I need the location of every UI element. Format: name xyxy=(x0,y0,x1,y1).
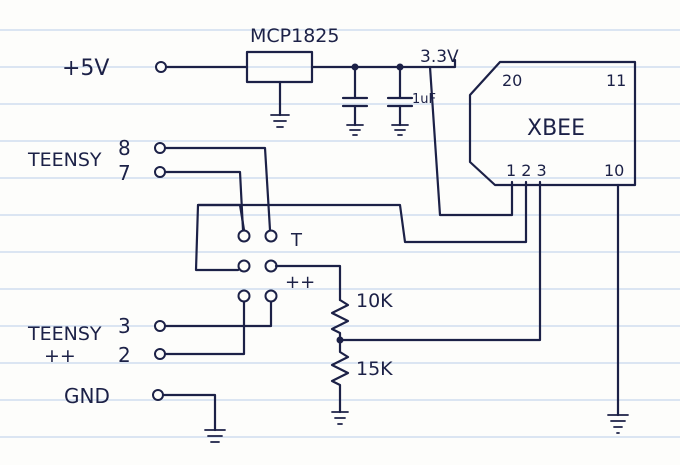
resistor-15k xyxy=(330,338,350,414)
v33-label: 3.3V xyxy=(420,47,459,67)
resistor-10k xyxy=(330,298,350,342)
jumper-t-pin-b[interactable] xyxy=(264,229,278,243)
divider-top-wire xyxy=(274,264,342,302)
pin7-terminal xyxy=(154,166,166,178)
jumper-pp-pin-a[interactable] xyxy=(237,289,251,303)
teensy-pp-label: ++ xyxy=(44,345,76,367)
teensy-top-wires xyxy=(154,142,272,232)
capacitor-1 xyxy=(341,65,369,136)
jumper-mid-pin-a[interactable] xyxy=(237,259,251,273)
divider-ground xyxy=(331,411,349,425)
pin3-label: 3 xyxy=(118,314,131,338)
xbee-label: XBEE xyxy=(527,116,585,141)
pin8-terminal xyxy=(154,142,166,154)
regulator-label: MCP1825 xyxy=(250,25,339,47)
teensy-top-label: TEENSY xyxy=(27,149,102,171)
xbee-pin11-label: 11 xyxy=(606,71,626,90)
teensy-bottom-wires xyxy=(154,300,273,360)
xbee-vcc-wire xyxy=(428,65,514,217)
teensy-bottom-label: TEENSY xyxy=(27,323,102,345)
xbee-module-outline xyxy=(468,60,637,187)
gnd-terminal xyxy=(152,389,164,401)
xbee-pin20-label: 20 xyxy=(502,71,522,90)
pin2-label: 2 xyxy=(118,343,131,367)
pin3-terminal xyxy=(154,320,166,332)
plus5v-terminal xyxy=(155,61,167,73)
xbee-pin10-label: 10 xyxy=(604,161,624,180)
r10k-label: 10K xyxy=(356,290,393,312)
pin8-label: 8 xyxy=(118,136,131,160)
xbee-pin123-label: 1 2 3 xyxy=(506,161,547,180)
r15k-label: 15K xyxy=(356,358,393,380)
pin2-terminal xyxy=(154,348,166,360)
regulator-ground xyxy=(270,80,290,128)
power-input-wire xyxy=(155,61,249,73)
v33-rail xyxy=(310,58,457,69)
cap-label: 1uF xyxy=(412,92,436,107)
jumper-block xyxy=(237,229,278,303)
capacitor-2 xyxy=(386,65,414,136)
jumper-pp-pin-b[interactable] xyxy=(264,289,278,303)
plus5v-label: +5V xyxy=(62,56,109,81)
jumper-t-label: T xyxy=(290,230,303,251)
xbee-pin3-wire xyxy=(338,180,542,342)
jumper-mid-pin-b[interactable] xyxy=(264,259,278,273)
jumper-t-pin-a[interactable] xyxy=(237,229,251,243)
xbee-pin2-wire xyxy=(196,180,528,244)
gnd-wire xyxy=(152,389,226,443)
gnd-label: GND xyxy=(64,384,110,408)
pin7-label: 7 xyxy=(118,161,131,185)
jumper-pp-label: ++ xyxy=(285,272,315,293)
xbee-ground-wire xyxy=(607,183,629,434)
